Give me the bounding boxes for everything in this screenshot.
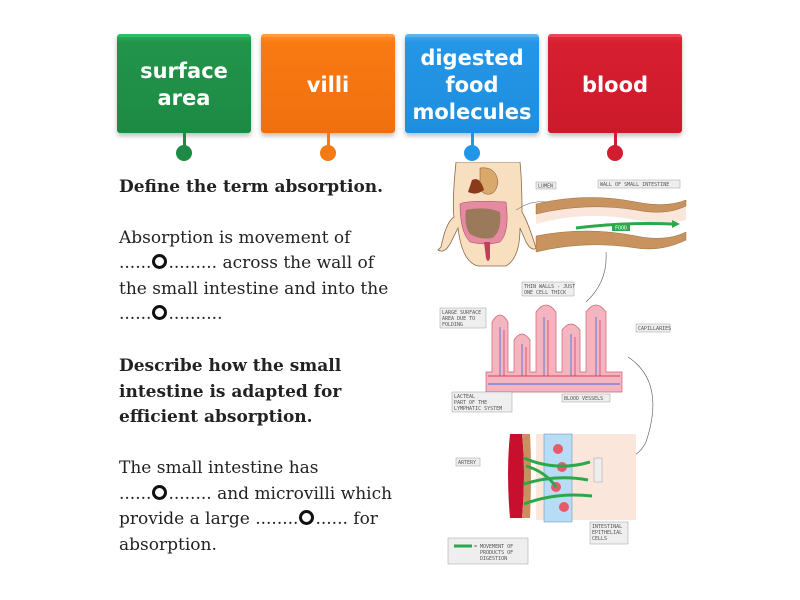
- label-food: FOOD: [615, 226, 627, 232]
- drop-zone-1[interactable]: [152, 254, 168, 269]
- tile-pin-dot: [320, 145, 336, 161]
- question-2-line-1: The small intestine has: [119, 458, 319, 478]
- svg-text:PRODUCTS OF: PRODUCTS OF: [480, 550, 513, 556]
- small-intestine-diagram: FOOD LUMEN WALL OF SMALL INTESTINE THIN …: [437, 162, 687, 565]
- svg-text:ONE CELL THICK: ONE CELL THICK: [524, 290, 566, 296]
- svg-text:DIGESTION: DIGESTION: [480, 556, 507, 562]
- drop-zone-4[interactable]: [299, 510, 315, 525]
- tile-stem: [613, 133, 617, 147]
- question-1: Define the term absorption. Absorption i…: [119, 175, 429, 328]
- answer-tile-surface-area[interactable]: surface area: [117, 34, 251, 161]
- question-2-line-2: .............. and microvilli which: [119, 483, 393, 504]
- question-2: Describe how the small intestine is adap…: [119, 354, 359, 431]
- svg-text:PART OF THE: PART OF THE: [454, 400, 487, 406]
- tile-stem: [470, 133, 474, 147]
- label-blood-vessels: BLOOD VESSELS: [564, 396, 603, 402]
- tile-pin-dot: [464, 145, 480, 161]
- question-2-line-4: absorption.: [119, 534, 217, 555]
- label-lumen: LUMEN: [538, 184, 553, 190]
- tile-stem: [182, 133, 186, 147]
- svg-text:CELLS: CELLS: [592, 536, 607, 542]
- question-1-line-2: ............... across the wall of: [119, 253, 375, 273]
- question-1-line-1: Absorption is movement of: [119, 227, 351, 248]
- label-thin-walls: THIN WALLS - JUST: [524, 284, 575, 290]
- svg-text:EPITHELIAL: EPITHELIAL: [592, 530, 622, 536]
- tile-label: villi: [306, 72, 350, 97]
- drop-zone-3[interactable]: [152, 484, 168, 500]
- tile-stem: [326, 133, 330, 147]
- drop-zone-2[interactable]: [152, 305, 168, 320]
- label-wall-of-small-intestine: WALL OF SMALL INTESTINE: [600, 182, 669, 188]
- question-2-body: The small intestine has .............. a…: [119, 456, 429, 558]
- question-2-heading: Describe how the small intestine is adap…: [119, 356, 342, 427]
- label-intestinal-epithelial-cells: INTESTINAL: [592, 524, 622, 530]
- key-movement-of-products: = MOVEMENT OF: [474, 544, 513, 550]
- tile-pin-dot: [607, 145, 623, 161]
- label-lacteal: LACTEAL: [454, 394, 475, 400]
- epithelial-cells-illustration: ARTERY INTESTINAL EPITHELIAL CELLS = MOV…: [447, 433, 636, 565]
- villi-illustration: THIN WALLS - JUST ONE CELL THICK LARGE S…: [439, 281, 671, 459]
- question-1-heading: Define the term absorption.: [119, 177, 384, 197]
- tile-label: blood: [581, 72, 649, 97]
- label-artery: ARTERY: [458, 460, 476, 466]
- svg-text:FOLDING: FOLDING: [442, 322, 463, 328]
- question-1-line-4: ................: [119, 304, 223, 324]
- intestine-wall-illustration: FOOD LUMEN WALL OF SMALL INTESTINE: [515, 179, 687, 303]
- tile-label: surface area: [140, 59, 228, 110]
- label-large-surface-area: LARGE SURFACE: [442, 310, 481, 316]
- svg-text:AREA DUE TO: AREA DUE TO: [442, 316, 475, 322]
- question-2-line-3: provide a large .............. for: [119, 509, 378, 529]
- torso-illustration: [437, 162, 537, 267]
- svg-text:LYMPHATIC SYSTEM: LYMPHATIC SYSTEM: [454, 406, 502, 412]
- question-1-line-3: the small intestine and into the: [119, 278, 389, 299]
- label-capillaries: CAPILLARIES: [638, 326, 671, 332]
- tile-label: digested food molecules: [412, 45, 532, 124]
- answer-tile-villi[interactable]: villi: [261, 34, 395, 161]
- answer-tile-digested-food-molecules[interactable]: digested food molecules: [405, 34, 539, 161]
- answer-tile-blood[interactable]: blood: [548, 34, 682, 161]
- tile-pin-dot: [176, 145, 192, 161]
